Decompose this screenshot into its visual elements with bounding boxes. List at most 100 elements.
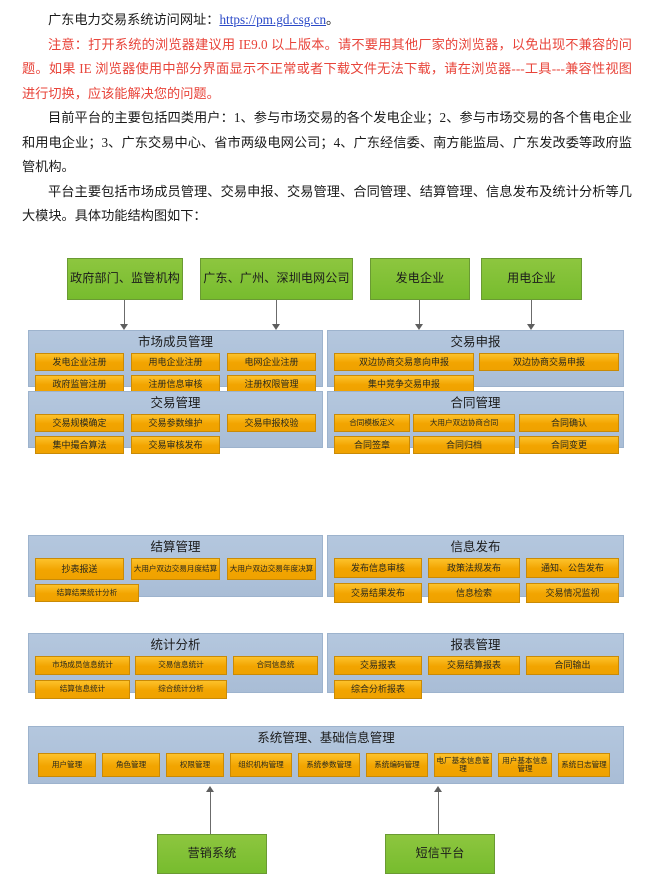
function-button[interactable]: 用户基本信息管理	[498, 753, 552, 777]
function-button[interactable]: 合同归档	[413, 436, 515, 454]
actor-box-sms-platform[interactable]: 短信平台	[385, 834, 495, 874]
panel-title: 交易管理	[150, 396, 201, 410]
function-button[interactable]: 市场成员信息统计	[35, 656, 130, 675]
connector-line-sms-platform	[438, 790, 439, 835]
function-button[interactable]: 信息检索	[428, 583, 520, 603]
function-button[interactable]: 系统编码管理	[366, 753, 428, 777]
panel-body: 用户管理 角色管理 权限管理 组织机构管理 系统参数管理 系统编码管理 电厂基本…	[35, 749, 617, 778]
system-url-link[interactable]: https://pm.gd.csg.cn	[219, 12, 327, 27]
function-button[interactable]: 交易结算报表	[428, 656, 520, 675]
panel-title: 合同管理	[450, 396, 501, 410]
browser-notice-paragraph: 注意：打开系统的浏览器建议用 IE9.0 以上版本。请不要用其他厂家的浏览器，以…	[22, 36, 632, 101]
function-button[interactable]: 系统日志管理	[558, 753, 610, 777]
actor-box-grid-companies[interactable]: 广东、广州、深圳电网公司	[200, 258, 353, 300]
panel-title: 结算管理	[150, 540, 201, 554]
panel-body: 市场成员信息统计 交易信息统计 合同信息统 结算信息统计 综合统计分析	[35, 656, 318, 699]
actor-label: 短信平台	[415, 846, 465, 861]
function-button[interactable]: 合同模板定义	[334, 414, 410, 432]
access-url-prefix: 广东电力交易系统访问网址：	[48, 12, 220, 27]
function-button[interactable]: 交易结果发布	[334, 583, 422, 603]
panel-title: 统计分析	[150, 638, 201, 652]
connector-line-grid	[276, 300, 277, 326]
function-button[interactable]: 注册信息审核	[131, 375, 220, 393]
function-button[interactable]: 合同变更	[519, 436, 619, 454]
actor-box-government[interactable]: 政府部门、监管机构	[67, 258, 183, 300]
function-button[interactable]: 大用户双边交易月度结算	[131, 558, 220, 580]
function-button[interactable]: 抄表报送	[35, 558, 124, 580]
panel-body: 发布信息审核 政策法规发布 通知、公告发布 交易结果发布 信息检索 交易情况监视	[334, 558, 619, 603]
connector-line-consumer	[531, 300, 532, 326]
module-panel-trade-management[interactable]: 交易管理 交易规模确定 交易参数维护 交易申报校验 集中撮合算法 交易审核发布	[28, 391, 323, 454]
access-url-paragraph: 广东电力交易系统访问网址：https://pm.gd.csg.cn。	[22, 8, 632, 33]
arrow-head-consumer	[527, 324, 535, 330]
actor-box-marketing-system[interactable]: 营销系统	[157, 834, 267, 874]
function-button[interactable]: 合同签章	[334, 436, 410, 454]
function-button[interactable]: 集中撮合算法	[35, 436, 124, 454]
module-panel-trade-declaration[interactable]: 交易申报 双边协商交易意向申报 双边协商交易申报 集中竞争交易申报	[327, 330, 624, 393]
function-button[interactable]: 合同信息统	[233, 656, 318, 675]
function-button[interactable]: 合同确认	[519, 414, 619, 432]
function-button[interactable]: 通知、公告发布	[526, 558, 619, 578]
function-structure-diagram: 政府部门、监管机构 广东、广州、深圳电网公司 发电企业 用电企业 市场成员管理 …	[0, 250, 654, 879]
function-button[interactable]: 交易报表	[334, 656, 422, 675]
function-button[interactable]: 交易规模确定	[35, 414, 124, 432]
panel-body: 交易报表 交易结算报表 合同输出 综合分析报表	[334, 656, 619, 699]
function-button[interactable]: 系统参数管理	[298, 753, 360, 777]
function-button[interactable]: 政策法规发布	[428, 558, 520, 578]
panel-body: 抄表报送 大用户双边交易月度结算 大用户双边交易年度决算 结算结果统计分析	[35, 558, 316, 602]
document-text-block: 广东电力交易系统访问网址：https://pm.gd.csg.cn。 注意：打开…	[0, 0, 654, 229]
user-types-paragraph: 目前平台的主要包括四类用户：1、参与市场交易的各个发电企业；2、参与市场交易的各…	[22, 110, 632, 174]
function-button[interactable]: 注册权限管理	[227, 375, 316, 393]
actor-label: 政府部门、监管机构	[70, 271, 180, 286]
function-button[interactable]: 大用户双边协商合同	[413, 414, 515, 432]
function-button[interactable]: 电厂基本信息管理	[434, 753, 492, 777]
module-panel-market-member[interactable]: 市场成员管理 发电企业注册 用电企业注册 电网企业注册 政府监管注册 注册信息审…	[28, 330, 323, 393]
function-button[interactable]: 用电企业注册	[131, 353, 220, 371]
function-button[interactable]: 发布信息审核	[334, 558, 422, 578]
function-button[interactable]: 交易申报校验	[227, 414, 316, 432]
arrow-head-marketing-system	[206, 786, 214, 792]
panel-body: 合同模板定义 大用户双边协商合同 合同确认 合同签章 合同归档 合同变更	[334, 414, 619, 454]
panel-title: 信息发布	[450, 540, 501, 554]
actor-box-consumer-enterprise[interactable]: 用电企业	[481, 258, 582, 300]
function-button[interactable]: 交易参数维护	[131, 414, 220, 432]
connector-line-government	[124, 300, 125, 326]
module-panel-report-management[interactable]: 报表管理 交易报表 交易结算报表 合同输出 综合分析报表	[327, 633, 624, 699]
function-button[interactable]: 结算信息统计	[35, 680, 130, 699]
actor-label: 营销系统	[187, 846, 237, 861]
module-panel-statistics-analysis[interactable]: 统计分析 市场成员信息统计 交易信息统计 合同信息统 结算信息统计 综合统计分析	[28, 633, 323, 699]
function-button[interactable]: 组织机构管理	[230, 753, 292, 777]
function-button[interactable]: 角色管理	[102, 753, 160, 777]
module-panel-contract-management[interactable]: 合同管理 合同模板定义 大用户双边协商合同 合同确认 合同签章 合同归档 合同变…	[327, 391, 624, 454]
function-button[interactable]: 交易情况监视	[526, 583, 619, 603]
actor-box-generation-enterprise[interactable]: 发电企业	[370, 258, 470, 300]
function-button[interactable]: 综合分析报表	[334, 680, 422, 699]
panel-title: 系统管理、基础信息管理	[257, 731, 395, 745]
function-button[interactable]: 电网企业注册	[227, 353, 316, 371]
module-panel-info-publish[interactable]: 信息发布 发布信息审核 政策法规发布 通知、公告发布 交易结果发布 信息检索 交…	[327, 535, 624, 603]
actor-label: 广东、广州、深圳电网公司	[203, 271, 350, 286]
function-button[interactable]: 交易信息统计	[135, 656, 227, 675]
connector-line-generation	[419, 300, 420, 326]
module-panel-system-management[interactable]: 系统管理、基础信息管理 用户管理 角色管理 权限管理 组织机构管理 系统参数管理…	[28, 726, 624, 784]
module-panel-settlement-management[interactable]: 结算管理 抄表报送 大用户双边交易月度结算 大用户双边交易年度决算 结算结果统计…	[28, 535, 323, 602]
panel-title: 报表管理	[450, 638, 501, 652]
actor-label: 发电企业	[395, 271, 445, 286]
panel-body: 双边协商交易意向申报 双边协商交易申报 集中竞争交易申报	[334, 353, 619, 393]
function-button[interactable]: 双边协商交易申报	[479, 353, 619, 371]
function-button[interactable]: 交易审核发布	[131, 436, 220, 454]
function-button[interactable]: 用户管理	[38, 753, 96, 777]
function-button[interactable]: 双边协商交易意向申报	[334, 353, 474, 371]
function-button[interactable]: 合同输出	[526, 656, 619, 675]
panel-title: 市场成员管理	[137, 335, 213, 349]
function-button[interactable]: 发电企业注册	[35, 353, 124, 371]
function-button[interactable]: 综合统计分析	[135, 680, 227, 699]
function-button[interactable]: 结算结果统计分析	[35, 584, 139, 602]
modules-overview-paragraph: 平台主要包括市场成员管理、交易申报、交易管理、合同管理、结算管理、信息发布及统计…	[22, 183, 632, 224]
function-button[interactable]: 集中竞争交易申报	[334, 375, 474, 393]
function-button[interactable]: 大用户双边交易年度决算	[227, 558, 316, 580]
arrow-head-generation	[415, 324, 423, 330]
arrow-head-grid	[272, 324, 280, 330]
function-button[interactable]: 权限管理	[166, 753, 224, 777]
panel-body: 交易规模确定 交易参数维护 交易申报校验 集中撮合算法 交易审核发布	[35, 414, 316, 454]
